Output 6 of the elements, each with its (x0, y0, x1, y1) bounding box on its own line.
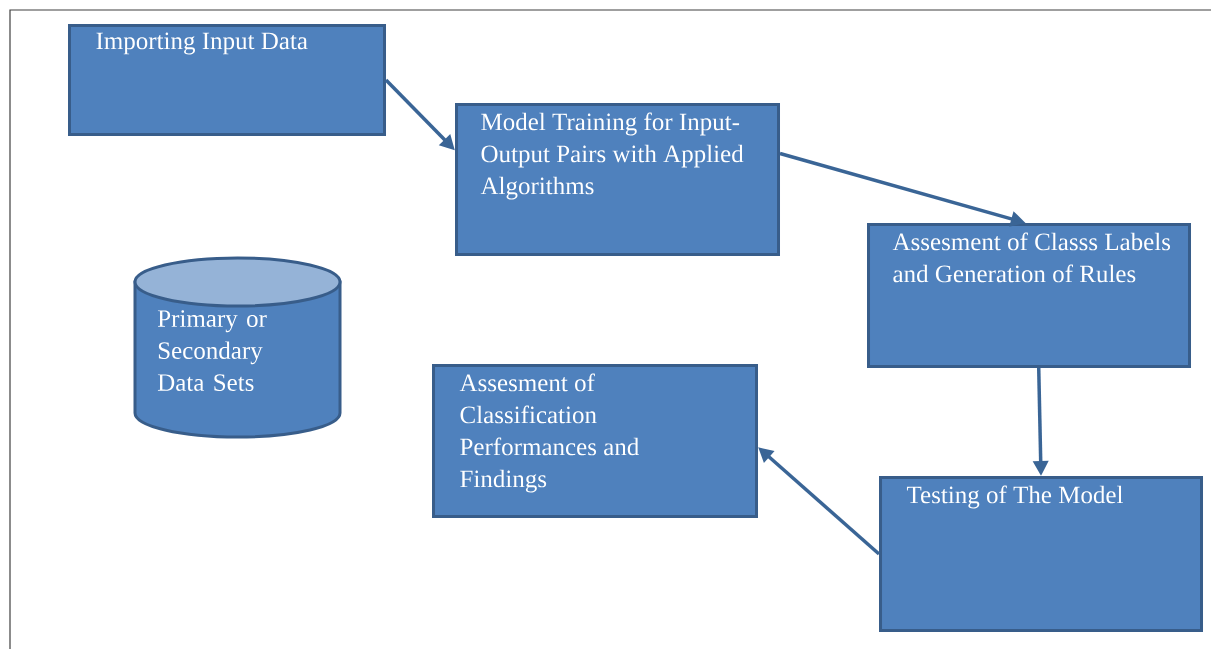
process-box: Assesment of Classs Labels and Generation of Rules (867, 223, 1191, 368)
process-box: Testing of The Model (879, 476, 1203, 632)
process-box: Model Training for Input- Output Pairs with Applied Algorithms (455, 103, 780, 256)
process-box: Assesment of Classification Performances and Findings (432, 364, 758, 518)
data-cylinder: Primary or Secondary Data Sets (133, 256, 342, 439)
process-box: Importing Input Data (68, 24, 386, 136)
